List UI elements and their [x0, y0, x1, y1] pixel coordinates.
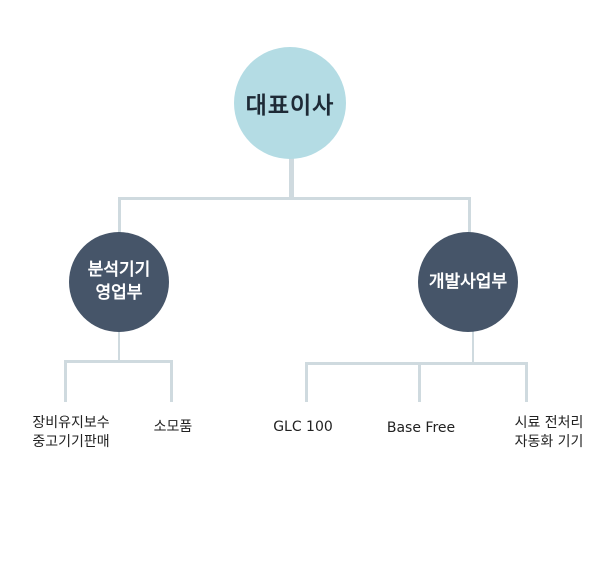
- dev-leaf-drop-1: [305, 362, 308, 402]
- dev-bus-line: [305, 362, 528, 365]
- leaf-consumables: 소모품: [153, 419, 193, 435]
- node-analytical-sales: 분석기기 영업부: [69, 232, 169, 332]
- dev-leaf-drop-3: [525, 362, 528, 402]
- dev-leaf-drop-2: [418, 362, 421, 402]
- leaf-maintenance-used-sales: 장비유지보수 중고기기판매: [32, 415, 110, 450]
- sales-drop-line: [118, 197, 121, 234]
- sales-stem-line: [118, 330, 120, 361]
- leaf-base-free: Base Free: [386, 420, 456, 436]
- leaf-sample-prep-automation: 시료 전처리 자동화 기기: [514, 415, 584, 450]
- node-development-label: 개발사업부: [428, 271, 508, 292]
- sales-bus-line: [64, 360, 173, 363]
- node-ceo-label: 대표이사: [245, 93, 335, 119]
- department-bus-line: [118, 197, 471, 200]
- dev-drop-line: [468, 197, 471, 234]
- node-analytical-sales-label: 분석기기 영업부: [87, 260, 151, 303]
- sales-leaf-drop-2: [170, 360, 173, 402]
- dev-stem-line: [472, 330, 474, 363]
- sales-leaf-drop-1: [64, 360, 67, 402]
- root-stem-line: [289, 155, 294, 197]
- node-ceo: 대표이사: [234, 47, 346, 159]
- leaf-glc-100: GLC 100: [273, 419, 333, 435]
- node-development: 개발사업부: [418, 232, 518, 332]
